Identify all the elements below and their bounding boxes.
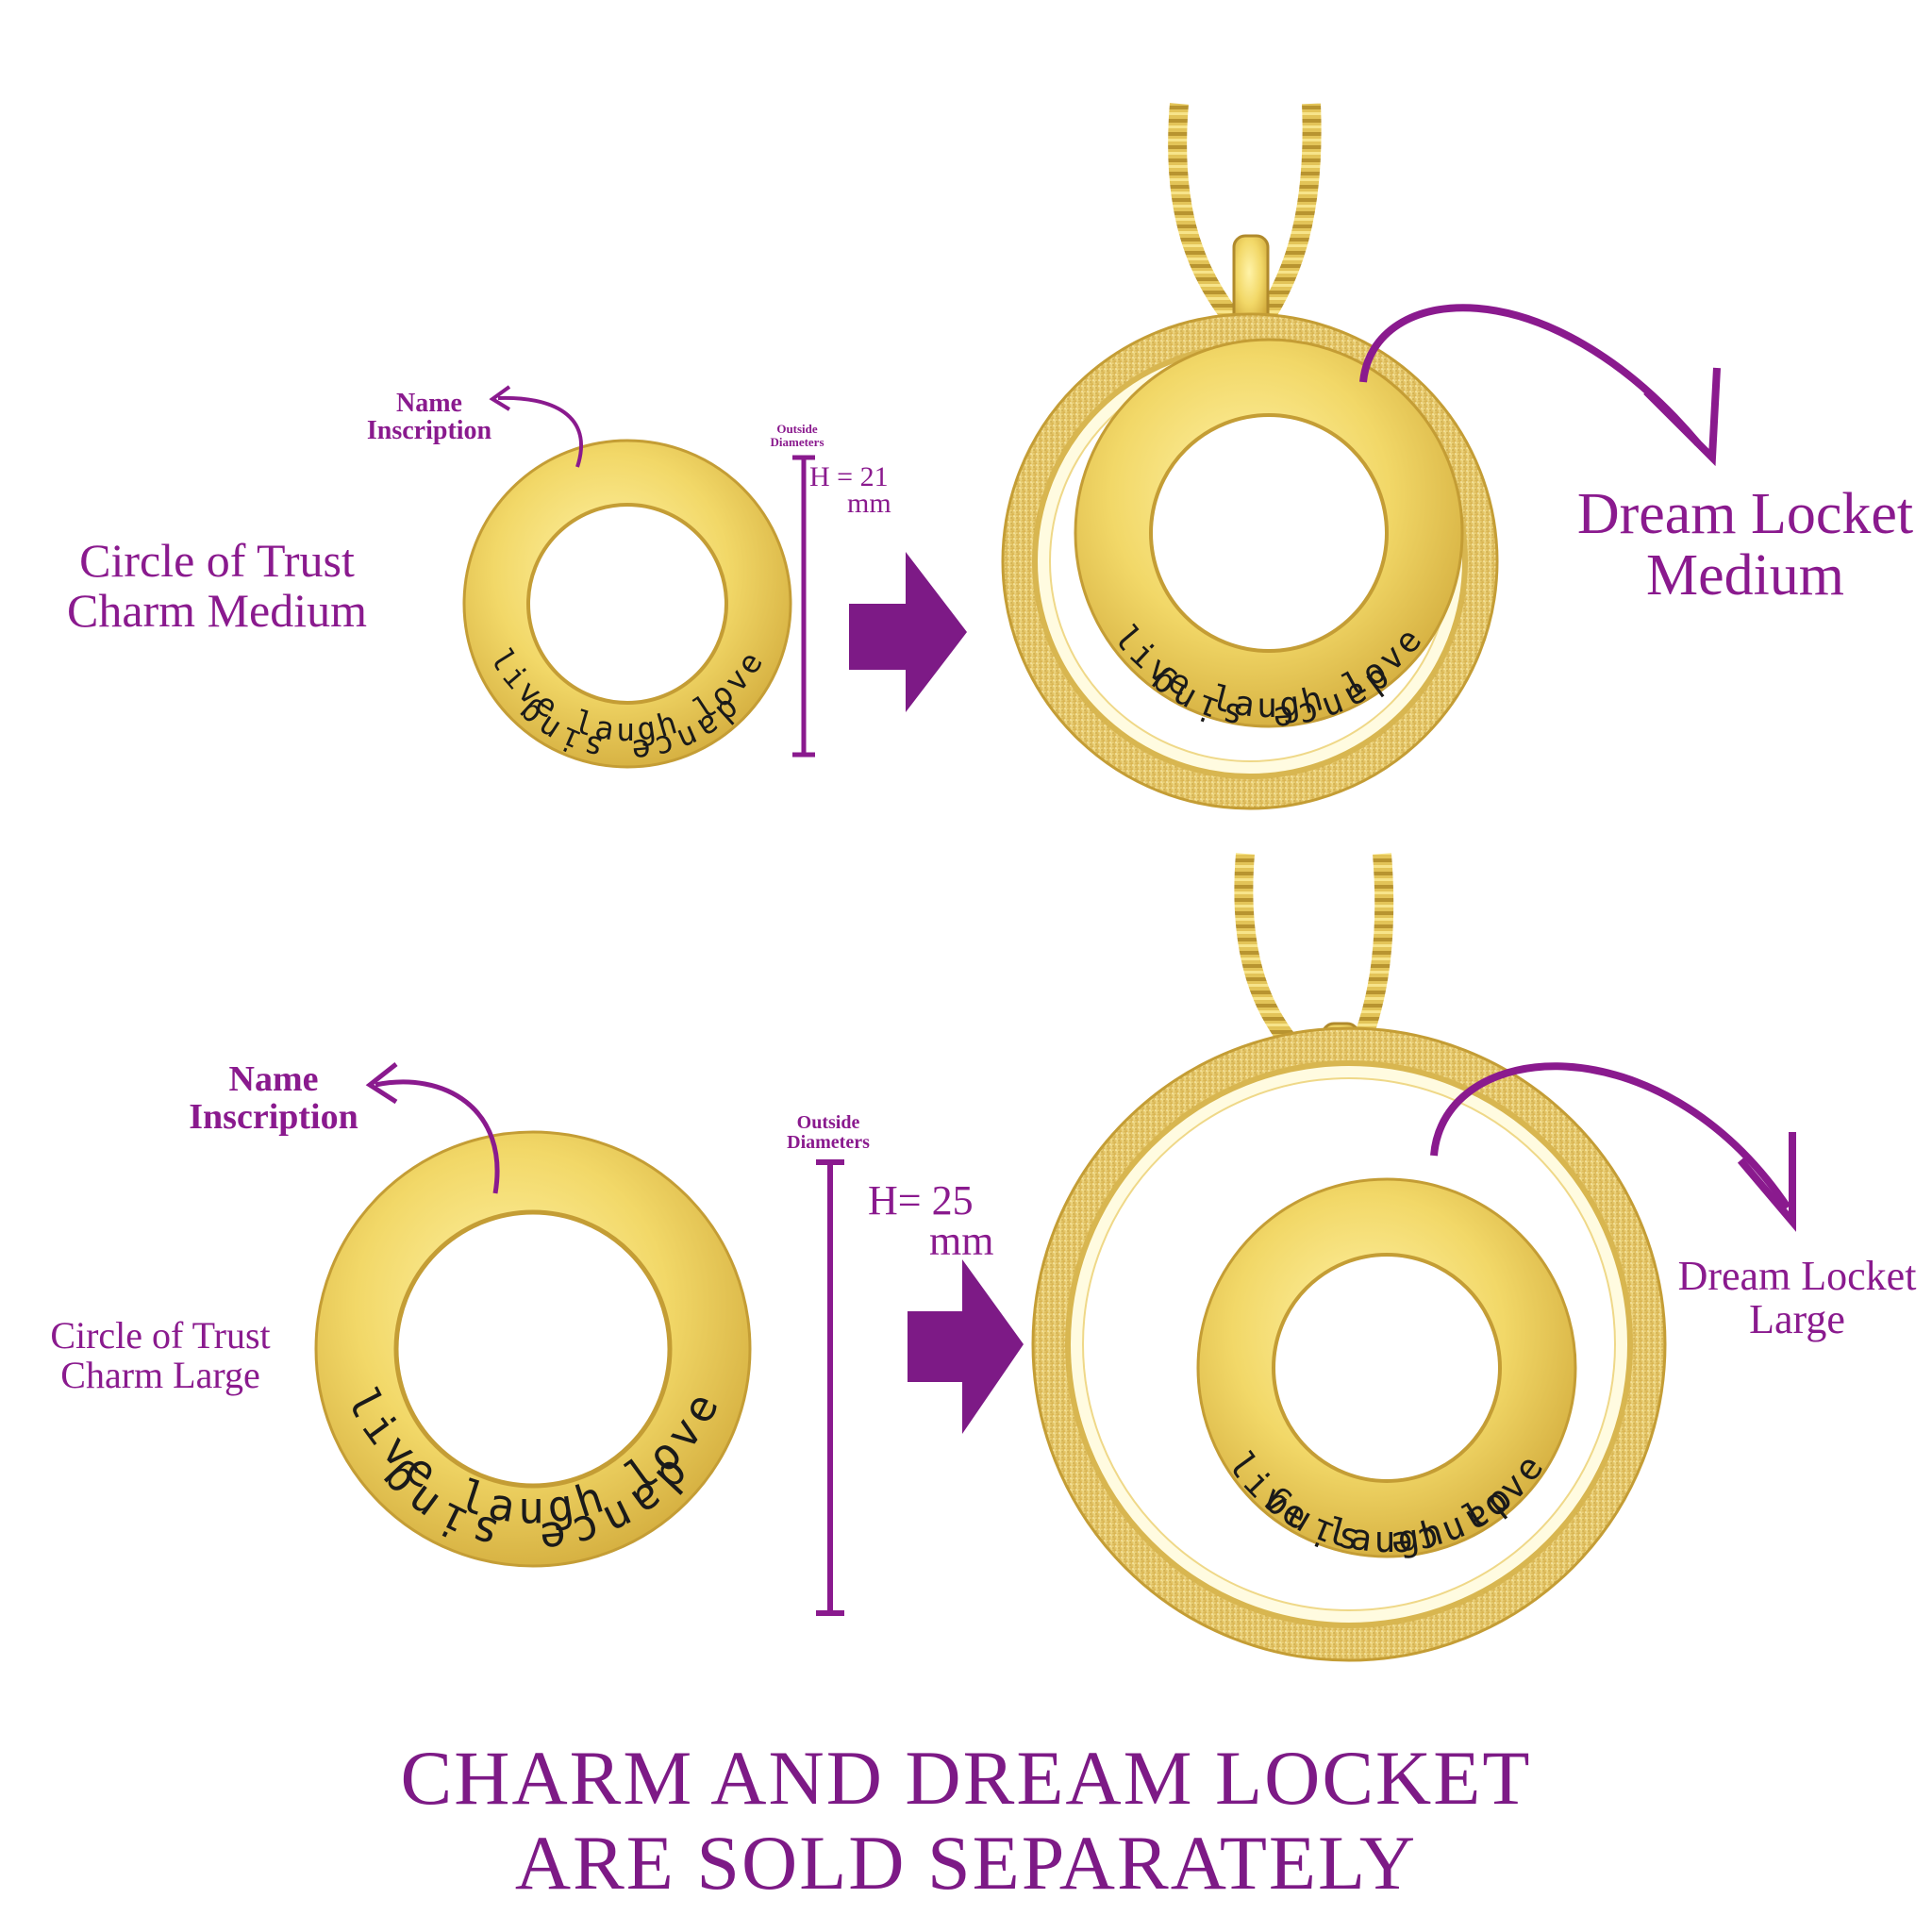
charm-large: dance sing live laugh love [314,1130,752,1568]
charm-medium-title: Circle of Trust Charm Medium [66,534,368,637]
outside-diameters-label: Outside Diameters [770,422,824,449]
arrowhead [489,385,511,411]
locket-large-title: Dream Locket Large [1677,1253,1917,1343]
height-unit: mm [847,488,891,519]
right-arrow-icon [849,552,967,712]
height-label: H = 21 [809,461,889,492]
locket-curve-arrow [1359,304,1702,446]
name-inscription-label: Name Inscription [366,389,492,446]
inscription-arrow [375,1079,500,1194]
arrowhead [1643,367,1721,467]
locket-medium: dance sing live laugh love [1001,312,1499,810]
arrowhead [1737,1132,1796,1232]
charm-medium: dance sing live laugh love [462,439,792,770]
locket-curve-arrow [1430,1062,1791,1210]
right-arrow-icon [908,1259,1024,1434]
inscription-arrow [497,395,584,468]
arrowhead [365,1062,398,1105]
height-bracket [816,1159,844,1616]
locket-large: dance sing live laugh love [1031,1026,1667,1662]
height-label: H= 25 [868,1177,974,1224]
height-bracket [792,455,815,758]
name-inscription-label: Name Inscription [189,1059,358,1137]
charm-large-title: Circle of Trust Charm Large [50,1314,271,1396]
sold-separately-notice: CHARM AND DREAM LOCKET ARE SOLD SEPARATE… [400,1735,1532,1907]
outside-diameters-label: Outside Diameters [787,1112,870,1153]
height-unit: mm [929,1218,994,1264]
locket-medium-title: Dream Locket Medium [1576,482,1914,608]
